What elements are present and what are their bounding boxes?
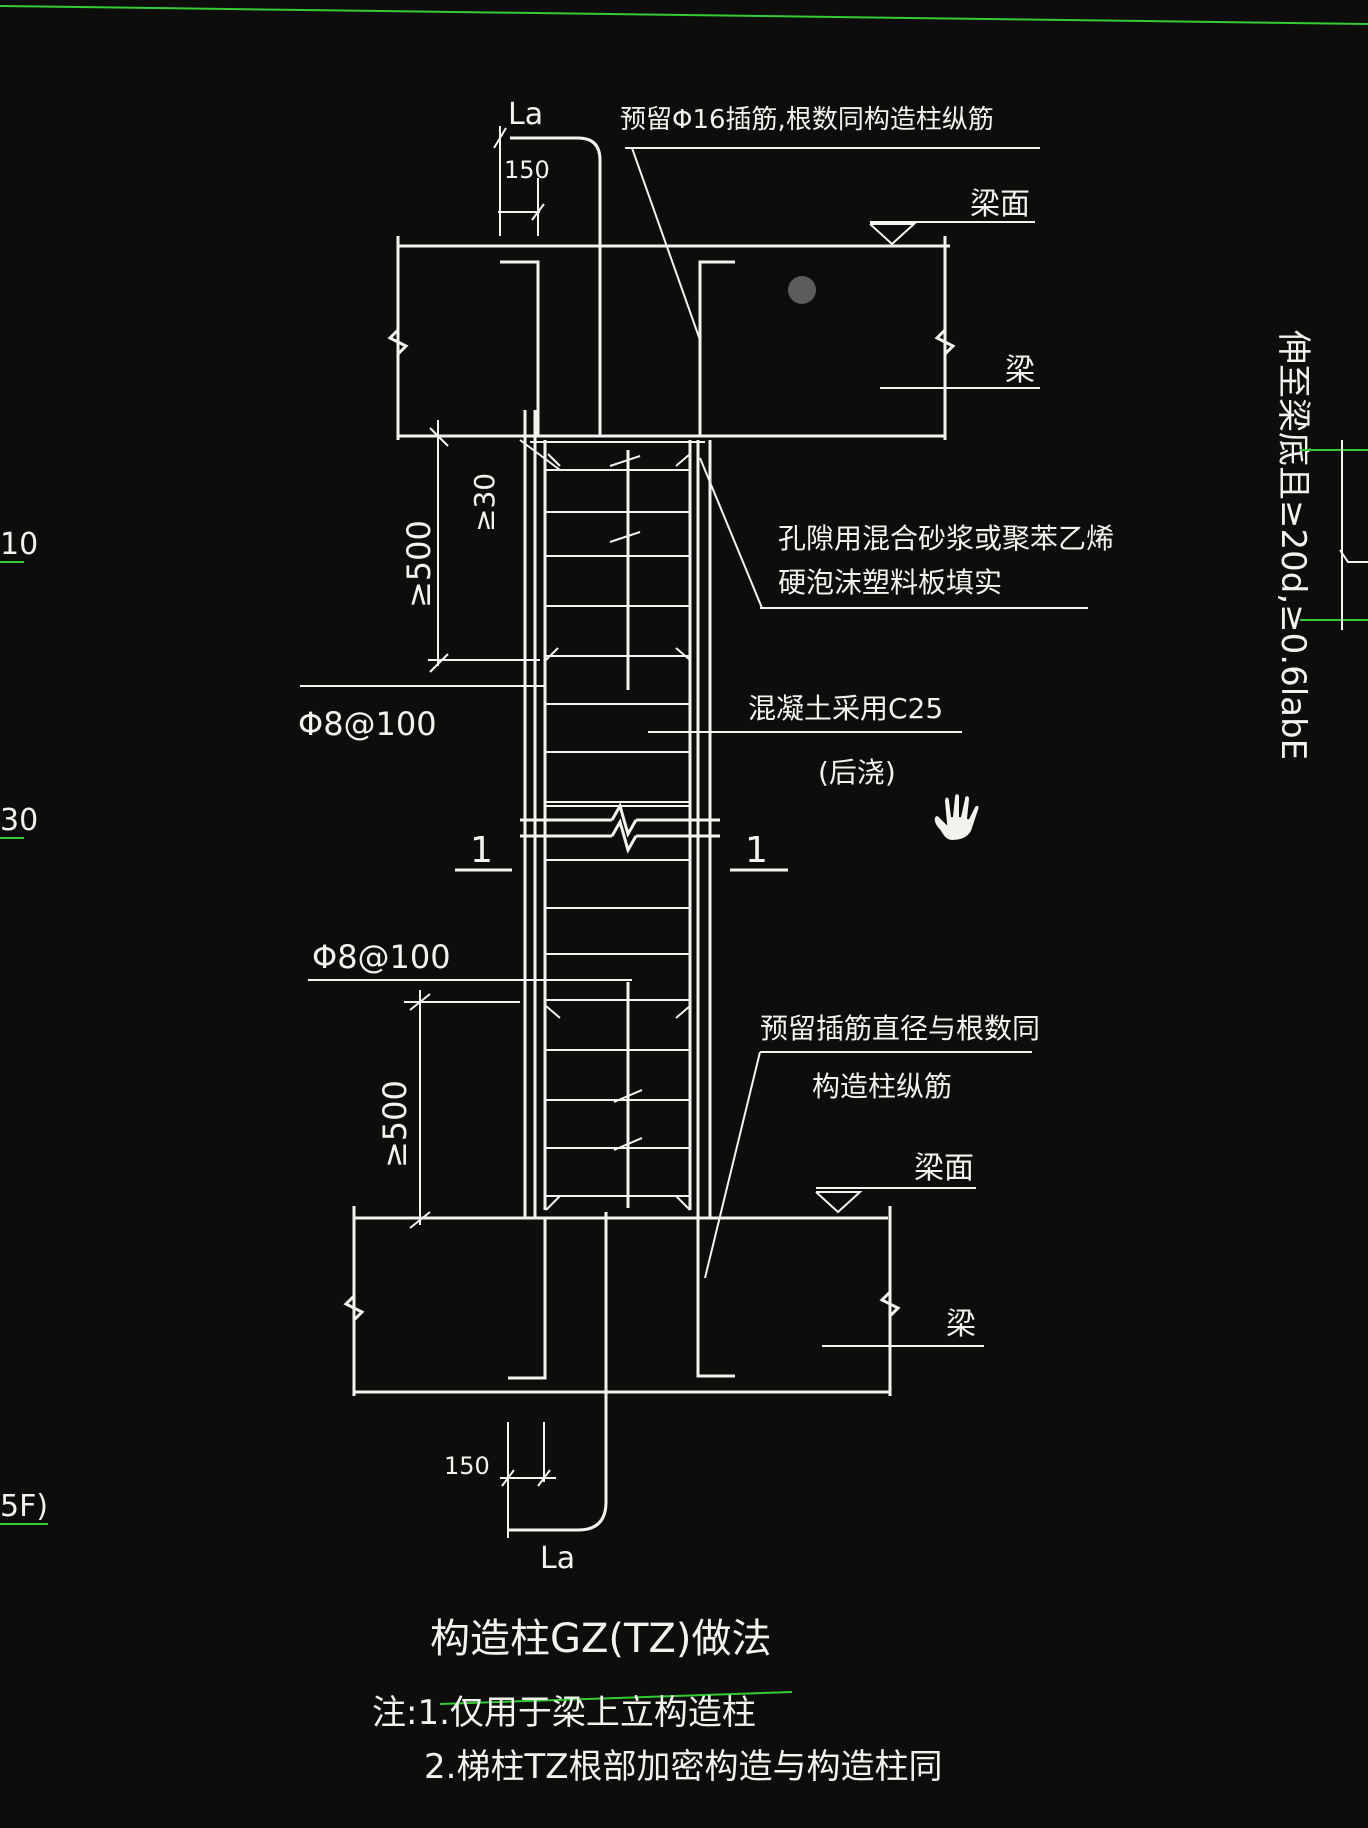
right-dim (1300, 440, 1368, 630)
col-form-left-bottom (508, 1216, 547, 1380)
drawing-title: 构造柱GZ(TZ)做法 (430, 1616, 771, 1662)
green-underline (439, 1691, 793, 1705)
green-top-edge (0, 5, 1368, 25)
note-bottom-leader (704, 1051, 761, 1279)
dim-upper (410, 420, 540, 673)
note-concrete: 混凝土采用C25 (748, 692, 943, 725)
right-rotated-text: 伸至梁底且≥20d,≥0.6labE (1273, 330, 1313, 760)
top-dim-La: La (508, 97, 543, 132)
label-beam-face-bottom: 梁面 (914, 1151, 974, 1186)
col-form-right-bottom (696, 1218, 735, 1378)
top-rebar-hook (493, 126, 602, 436)
note-bottom-rebar-line2: 构造柱纵筋 (812, 1070, 952, 1103)
dim-30-tick (519, 439, 561, 471)
column-body (523, 410, 712, 1218)
label-beam-top: 梁 (1005, 353, 1035, 388)
dim-30: ≥30 (468, 473, 501, 532)
note-1: 注:1.仅用于梁上立构造柱 (372, 1693, 756, 1733)
note-bottom-rebar-line1: 预留插筋直径与根数同 (760, 1012, 1040, 1045)
dim-500-lower: ≥500 (376, 1080, 414, 1168)
note-top-rebar: 预留Φ16插筋,根数同构造柱纵筋 (620, 105, 994, 135)
left-edge-text-3: 5F) (0, 1489, 48, 1524)
bottom-rebar-hook (500, 1212, 608, 1538)
note-gap-leader (699, 457, 763, 609)
label-beam-face-top: 梁面 (970, 187, 1030, 222)
datum-triangle-icon (815, 1187, 976, 1214)
left-edge-text-1: 10 (0, 527, 38, 562)
dim-lower (404, 990, 520, 1229)
break-line (520, 802, 720, 854)
note-gap-line2: 硬泡沫塑料板填实 (778, 566, 1002, 599)
dim-500-upper: ≥500 (400, 520, 438, 608)
label-beam-bottom: 梁 (946, 1307, 976, 1342)
datum-triangle-icon (869, 221, 1035, 246)
stirrups-upper (530, 441, 705, 807)
screen-spot (788, 276, 816, 304)
bottom-beam (343, 1206, 901, 1396)
note-gap-line1: 孔隙用混合砂浆或聚苯乙烯 (778, 522, 1114, 555)
col-form-left-top (500, 260, 540, 436)
top-dim-150: 150 (504, 156, 550, 184)
section-mark-right: 1 (745, 830, 768, 871)
note-top-leader (631, 147, 701, 341)
stirrup-upper: Φ8@100 (298, 705, 437, 743)
bottom-dim-150: 150 (444, 1452, 490, 1480)
top-beam (387, 236, 956, 440)
note-2: 2.梯柱TZ根部加密构造与构造柱同 (424, 1747, 943, 1787)
hand-cursor-icon (932, 792, 981, 843)
stirrups-lower (545, 859, 691, 1211)
col-form-right-top (698, 260, 735, 436)
stirrup-lower: Φ8@100 (312, 938, 451, 976)
bottom-dim-La: La (540, 1541, 575, 1576)
note-pour-later: (后浇) (818, 756, 896, 789)
left-edge-text-2: 30 (0, 803, 38, 838)
section-mark-left: 1 (470, 830, 493, 871)
